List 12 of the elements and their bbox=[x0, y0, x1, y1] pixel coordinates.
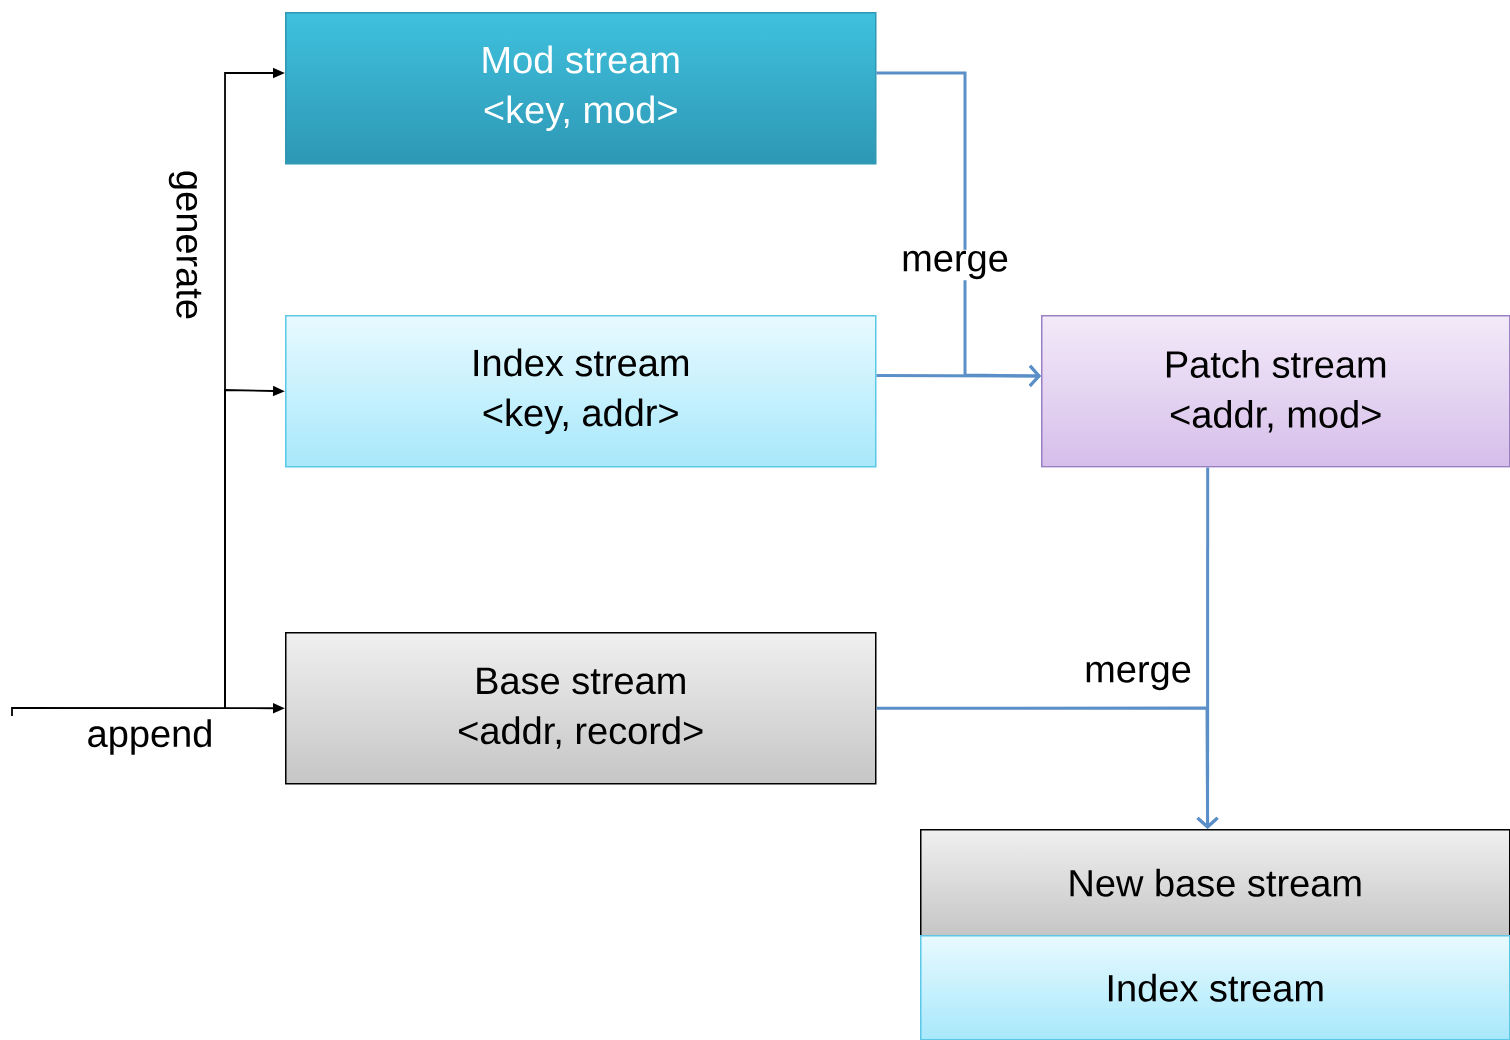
edge-label: merge bbox=[1083, 660, 1193, 692]
edge-label: merge bbox=[900, 249, 1010, 281]
edge-label: generate bbox=[167, 169, 203, 321]
process-box: Index stream <key, addr> bbox=[285, 315, 877, 468]
process-box: Mod stream <key, mod> bbox=[285, 12, 877, 165]
edge-label: append bbox=[85, 718, 215, 756]
process-box: New base stream bbox=[920, 829, 1510, 937]
process-box: Index stream bbox=[920, 935, 1510, 1040]
arrow bbox=[876, 706, 1219, 829]
process-box: Base stream <addr, record> bbox=[285, 632, 877, 785]
process-box: Patch stream <addr, mod> bbox=[1041, 315, 1510, 468]
arrow bbox=[876, 364, 1041, 387]
